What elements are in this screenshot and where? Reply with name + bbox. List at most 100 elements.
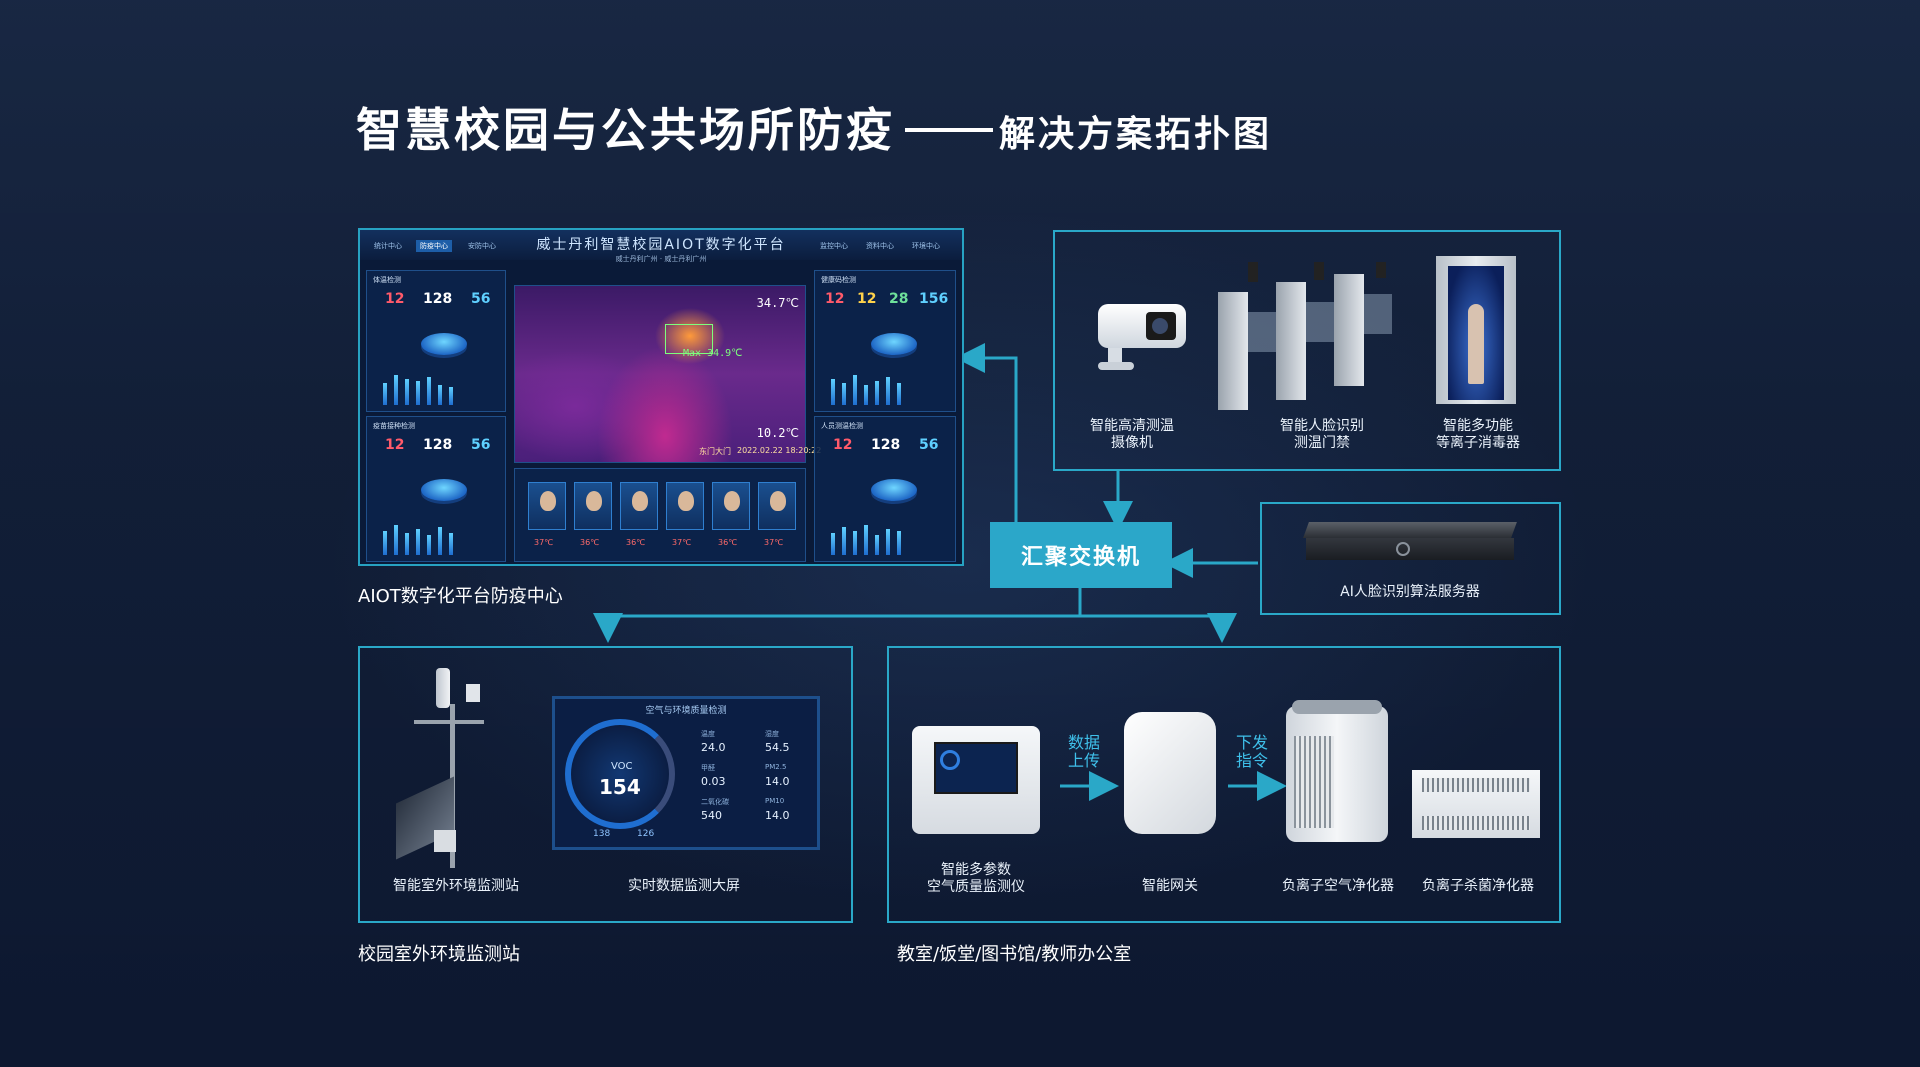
face-thumbnail[interactable] <box>712 482 750 530</box>
thermal-max: 34.7℃ <box>756 296 799 310</box>
outdoor-station-box <box>358 646 853 923</box>
aq-label: 湿度 <box>765 730 779 738</box>
face-thumbnail[interactable] <box>758 482 796 530</box>
dashboard-title: 威士丹利智慧校园AIOT数字化平台 <box>536 237 786 253</box>
bar-group <box>831 515 901 555</box>
aiot-dashboard[interactable]: 统计中心 防疫中心 安防中心 威士丹利智慧校园AIOT数字化平台 威士丹利广州 … <box>358 228 964 566</box>
title-dash <box>905 127 993 132</box>
server-label: AI人脸识别算法服务器 <box>1340 584 1480 600</box>
thermal-camera-view: 34.7℃ Max 34.9℃ 10.2℃ 东门大门 2022.02.22 18… <box>514 285 821 463</box>
stat-value: 56 <box>919 437 939 453</box>
frontend-devices-box <box>1053 230 1561 471</box>
face-temp: 36℃ <box>718 538 738 547</box>
face-thumbnail[interactable] <box>528 482 566 530</box>
aq-label: PM10 <box>765 797 785 805</box>
station-label: 智能室外环境监测站 <box>393 878 519 894</box>
panel-temperature: 体温检测 12 128 56 <box>366 270 506 412</box>
stat-value: 12 <box>385 291 405 307</box>
aggregation-switch[interactable]: 汇聚交换机 <box>990 522 1172 588</box>
panel-title: 疫苗接种检测 <box>373 422 415 430</box>
face-thumbnail[interactable] <box>666 482 704 530</box>
plasma-disinfector-icon <box>1436 256 1516 404</box>
dashboard-caption: AIOT数字化平台防疫中心 <box>358 586 563 607</box>
tab-monitor[interactable]: 监控中心 <box>820 242 848 250</box>
aq-value: 14.0 <box>765 775 790 788</box>
pie-disc <box>421 479 467 501</box>
face-thumbnail[interactable] <box>620 482 658 530</box>
upload-label: 数据上传 <box>1067 733 1101 770</box>
aq-value: 54.5 <box>765 741 790 754</box>
server-icon <box>1303 522 1517 568</box>
pie-disc <box>871 479 917 501</box>
tab-env[interactable]: 环境中心 <box>912 242 940 250</box>
stat-value: 128 <box>423 437 453 453</box>
stat-value: 128 <box>423 291 453 307</box>
aq-label: PM2.5 <box>765 763 787 771</box>
outdoor-caption: 校园室外环境监测站 <box>358 944 520 965</box>
monitor-label: 智能多参数空气质量监测仪 <box>927 862 1025 895</box>
panel-title: 健康码检测 <box>821 276 856 284</box>
tab-security[interactable]: 安防中心 <box>468 242 496 250</box>
line-switch-to-dashboard <box>955 343 1018 522</box>
screen-label: 实时数据监测大屏 <box>628 878 740 894</box>
disinfector-label: 智能多功能等离子消毒器 <box>1436 418 1520 451</box>
stat-value: 56 <box>471 291 491 307</box>
stat-value: 128 <box>871 437 901 453</box>
stat-value: 12 <box>385 437 405 453</box>
tab-stats[interactable]: 统计中心 <box>374 242 402 250</box>
stat-value: 28 <box>889 291 909 307</box>
thermal-camera-icon <box>1088 298 1188 374</box>
voc-value: 154 <box>599 775 641 799</box>
stat-value: 56 <box>471 437 491 453</box>
realtime-data-screen[interactable]: 空气与环境质量检测 VOC 154 温度 24.0 湿度 54.5 甲醛 0.0… <box>552 696 820 850</box>
server-box <box>1260 502 1561 615</box>
aq-value: 24.0 <box>701 741 726 754</box>
face-temp: 36℃ <box>626 538 646 547</box>
stat-value: 12 <box>833 437 853 453</box>
smart-gateway-icon <box>1124 712 1216 834</box>
page-title: 智慧校园与公共场所防疫解决方案拓扑图 <box>356 94 1272 160</box>
camera-label: 智能高清测温摄像机 <box>1090 418 1174 451</box>
tab-epidemic[interactable]: 防疫中心 <box>416 240 452 252</box>
gate-label: 智能人脸识别测温门禁 <box>1280 418 1364 451</box>
dashboard-header <box>360 230 962 260</box>
bar-group <box>383 365 453 405</box>
dashboard-subtitle: 威士丹利广州 · 威士丹利广州 <box>615 255 707 263</box>
panel-person-temp: 人员测温检测 12 128 56 <box>814 416 956 562</box>
indoor-caption: 教室/饭堂/图书馆/教师办公室 <box>897 944 1132 965</box>
thermal-min: 10.2℃ <box>756 426 799 440</box>
panel-title: 体温检测 <box>373 276 401 284</box>
aq-label: 二氧化碳 <box>701 798 729 806</box>
gateway-label: 智能网关 <box>1142 878 1198 894</box>
bar-group <box>831 365 901 405</box>
purifier-label: 负离子空气净化器 <box>1282 878 1394 894</box>
face-recognition-gate-icon <box>1218 262 1410 414</box>
panel-vaccination: 疫苗接种检测 12 128 56 <box>366 416 506 562</box>
face-detect-box <box>665 324 713 354</box>
air-quality-monitor-icon <box>912 726 1040 834</box>
title-sub: 解决方案拓扑图 <box>999 114 1273 155</box>
face-thumbnail[interactable] <box>574 482 612 530</box>
panel-title: 人员测温检测 <box>821 422 863 430</box>
aq-label: 甲醛 <box>701 764 715 772</box>
tab-data[interactable]: 资料中心 <box>866 242 894 250</box>
thermal-location: 东门大门 <box>699 447 731 456</box>
aq-bottom-value: 126 <box>637 829 655 839</box>
stat-value: 12 <box>825 291 845 307</box>
aq-value: 540 <box>701 809 722 822</box>
stat-value: 156 <box>919 291 949 307</box>
command-label: 下发指令 <box>1235 733 1269 770</box>
stat-value: 12 <box>857 291 877 307</box>
bar-group <box>383 515 453 555</box>
aq-value: 0.03 <box>701 775 726 788</box>
aq-label: 温度 <box>701 730 715 738</box>
indoor-devices-box <box>887 646 1561 923</box>
sterilizer-icon <box>1412 770 1540 838</box>
face-temp: 36℃ <box>580 538 600 547</box>
face-temp: 37℃ <box>764 538 784 547</box>
air-purifier-icon <box>1286 700 1388 842</box>
pie-disc <box>871 333 917 355</box>
sterilizer-label: 负离子杀菌净化器 <box>1422 878 1534 894</box>
screen-title: 空气与环境质量检测 <box>645 706 727 716</box>
